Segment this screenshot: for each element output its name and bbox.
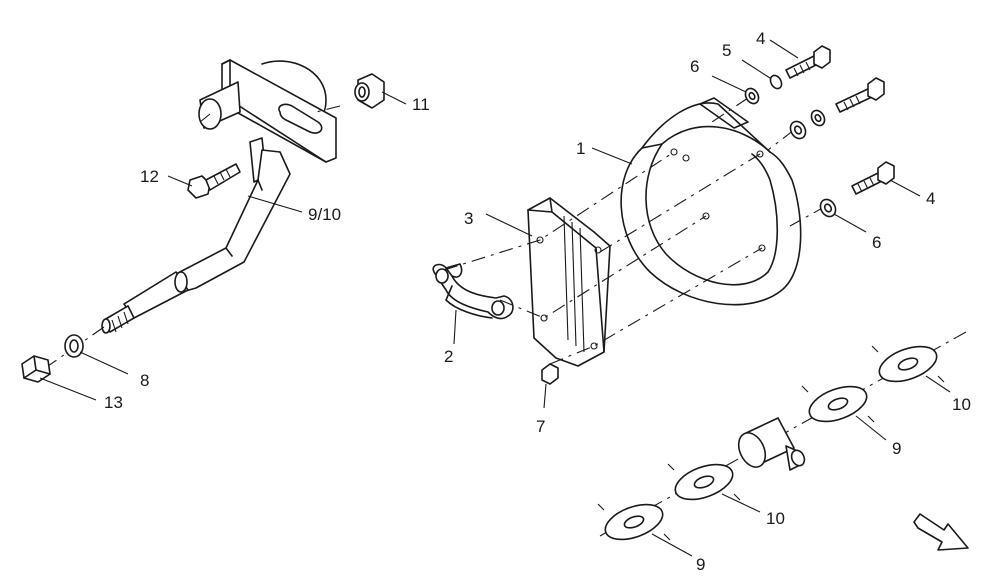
part-12-bolt	[167, 163, 241, 199]
label-part-1: 1	[576, 139, 585, 158]
part-1-housing	[591, 97, 802, 306]
label-part-3: 3	[464, 209, 473, 228]
label-part-9-lower: 9	[696, 555, 705, 574]
part-5-lock-washer	[741, 59, 783, 90]
label-part-9-upper: 9	[892, 439, 901, 458]
label-part-12: 12	[140, 167, 159, 186]
part-4-bolt-upper	[769, 39, 831, 79]
part-2-clamp	[432, 263, 514, 345]
label-part-8: 8	[140, 371, 149, 390]
part-6-washer-lower	[819, 198, 867, 233]
part-4-bolt-lower	[851, 161, 921, 197]
plate-slot	[278, 103, 323, 134]
assembly-lines	[443, 97, 827, 365]
pedal-arm	[175, 149, 291, 293]
label-part-6-lower: 6	[872, 233, 881, 252]
label-part-10-upper: 10	[952, 395, 971, 414]
part-7-nut	[541, 363, 559, 409]
label-part-5: 5	[722, 41, 731, 60]
bolt-middle	[835, 77, 885, 113]
label-part-7: 7	[536, 417, 545, 436]
part-6-washer-upper	[711, 75, 760, 105]
part-3-plate	[485, 197, 611, 367]
label-part-4-lower: 4	[926, 189, 935, 208]
pedal-lever-assembly	[37, 59, 341, 374]
part-11-nut	[354, 73, 407, 109]
label-part-6-upper: 6	[690, 57, 699, 76]
label-part-13: 13	[104, 393, 123, 412]
label-part-10-lower: 10	[766, 509, 785, 528]
washer-pair-middle	[789, 109, 826, 140]
part-13-nut	[21, 355, 97, 401]
spacer-stack	[597, 331, 967, 557]
label-part-2: 2	[444, 347, 453, 366]
label-part-4-upper: 4	[756, 29, 765, 48]
part-8-washer	[64, 334, 129, 375]
label-part-11: 11	[412, 95, 430, 114]
arrow-right-down-icon	[913, 513, 969, 551]
label-part-9-10: 9/10	[308, 205, 341, 224]
